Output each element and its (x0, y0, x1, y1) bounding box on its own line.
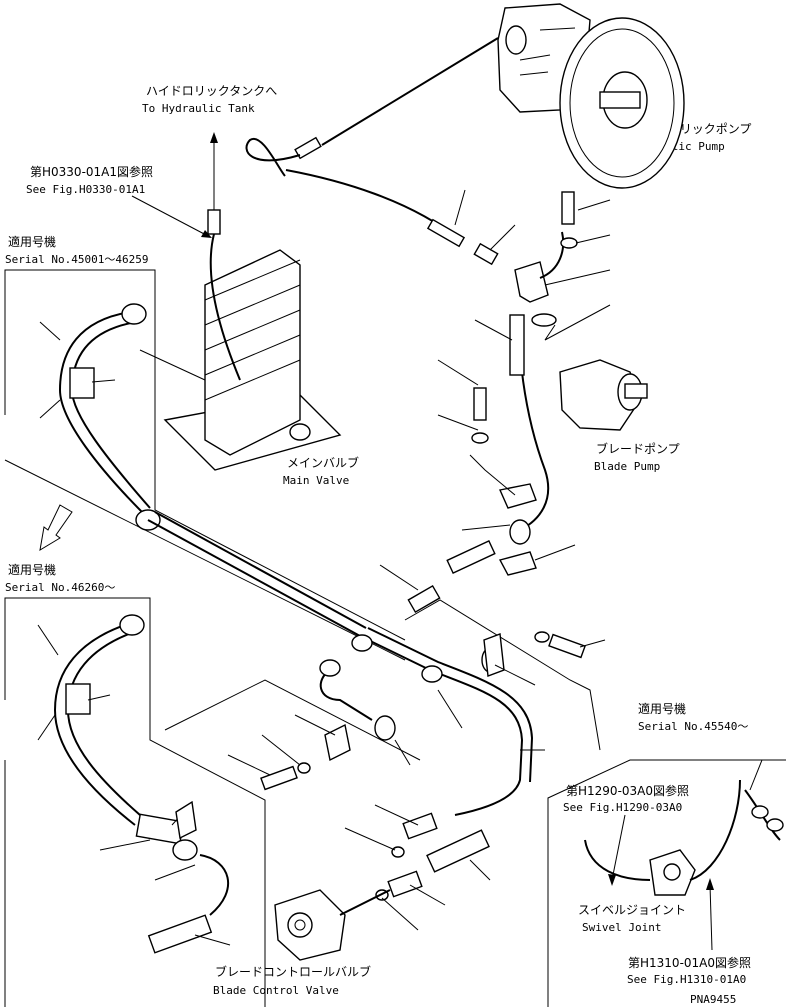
center-tube-2 (367, 627, 534, 783)
blade-cv-en-label: Blade Control Valve (213, 984, 339, 997)
connector-1 (407, 584, 441, 614)
applicable-jp-label-3: 適用号機 (638, 701, 686, 716)
center-frame (404, 599, 601, 751)
fig-h1310-en-label: See Fig.H1310-01A0 (627, 973, 746, 986)
clamp-2 (498, 551, 537, 576)
swivel-en-label: Swivel Joint (582, 921, 661, 934)
tank-arrow (210, 132, 218, 210)
adapter-fitting (473, 242, 499, 266)
long-hose-serial-2 (53, 614, 229, 954)
blade-pump (559, 359, 648, 431)
drawing-number: PNA9455 (690, 993, 736, 1006)
washer-2 (471, 432, 489, 444)
center-frame-2 (164, 679, 421, 761)
washer-1 (560, 237, 578, 249)
hose-fitting-3 (426, 829, 490, 873)
hose-fitting-top (245, 136, 322, 177)
long-hose-serial-1 (58, 303, 161, 531)
washer-4 (534, 631, 550, 643)
elbow-fitting (514, 231, 565, 303)
nozzle-fittings (751, 805, 784, 832)
fig-h1310-leader (709, 884, 713, 951)
connector-2 (402, 812, 438, 840)
serial-range-3: Serial No.45540～ (638, 720, 748, 733)
main-hose-to-valve-2 (154, 511, 367, 629)
tube-joint-5 (374, 715, 396, 741)
hose-joint-1 (509, 519, 531, 545)
clamp-3 (324, 723, 351, 762)
connector-3 (387, 870, 423, 898)
applicable-jp-label-1: 適用号機 (8, 234, 56, 249)
bolt-2 (473, 387, 487, 421)
fig-h0330-jp-label: 第H0330-01A1図参照 (30, 164, 153, 179)
main-valve-jp-label: メインバルブ (287, 455, 359, 470)
bolt-3 (260, 765, 298, 791)
to-tank-en-label: To Hydraulic Tank (142, 102, 255, 115)
main-valve-en-label: Main Valve (283, 474, 349, 487)
serial-frame-1-base (4, 459, 406, 661)
tube-joint-1 (351, 634, 373, 652)
fig-h1290-jp-label: 第H1290-03A0図参照 (566, 783, 689, 798)
blade-control-valve (274, 889, 391, 961)
blade-pump-jp-label: ブレードポンプ (596, 441, 680, 456)
tube-joint-2 (421, 665, 443, 683)
hydraulic-pump (497, 3, 685, 189)
to-tank-jp-label: ハイドロリックタンクへ (146, 84, 277, 98)
fig-h1290-leader (611, 814, 626, 881)
fig-h1290-en-label: See Fig.H1290-03A0 (563, 801, 682, 814)
down-arrow-icon (39, 504, 73, 551)
serial-range-1: Serial No.45001～46259 (5, 253, 148, 266)
blade-cv-jp-label: ブレードコントロールバルブ (215, 964, 371, 979)
center-tube-1 (359, 635, 524, 816)
clamp-4 (175, 800, 197, 840)
pump-return-hose (321, 37, 499, 146)
clamp-plate (483, 633, 505, 677)
o-ring-2 (391, 846, 405, 858)
swivel-jp-label: スイベルジョイント (578, 903, 686, 917)
serial-range-2: Serial No.46260～ (5, 581, 115, 594)
o-ring-1 (531, 313, 557, 327)
swivel-joint (584, 779, 781, 896)
main-valve (163, 209, 342, 471)
hose-fitting-2 (446, 540, 496, 574)
serial-frame-3 (547, 759, 786, 1007)
blade-pump-en-label: Blade Pump (594, 460, 660, 473)
tube-joint-4 (319, 659, 341, 677)
callout-leaders (37, 189, 763, 946)
hose-fitting-bp (509, 314, 525, 376)
main-hose-to-valve (147, 519, 361, 637)
serial-frame-1 (4, 269, 406, 641)
bolt-1 (561, 191, 575, 225)
washer-3 (297, 762, 311, 774)
fig-h1310-jp-label: 第H1310-01A0図参照 (628, 955, 751, 970)
applicable-jp-label-2: 適用号機 (8, 562, 56, 577)
serial-frame-2 (4, 597, 266, 1007)
fig-h0330-en-label: See Fig.H0330-01A1 (26, 183, 145, 196)
bolt-4 (548, 633, 586, 659)
fig-ref-arrow (131, 195, 212, 238)
hose-fitting-mid (426, 218, 466, 248)
